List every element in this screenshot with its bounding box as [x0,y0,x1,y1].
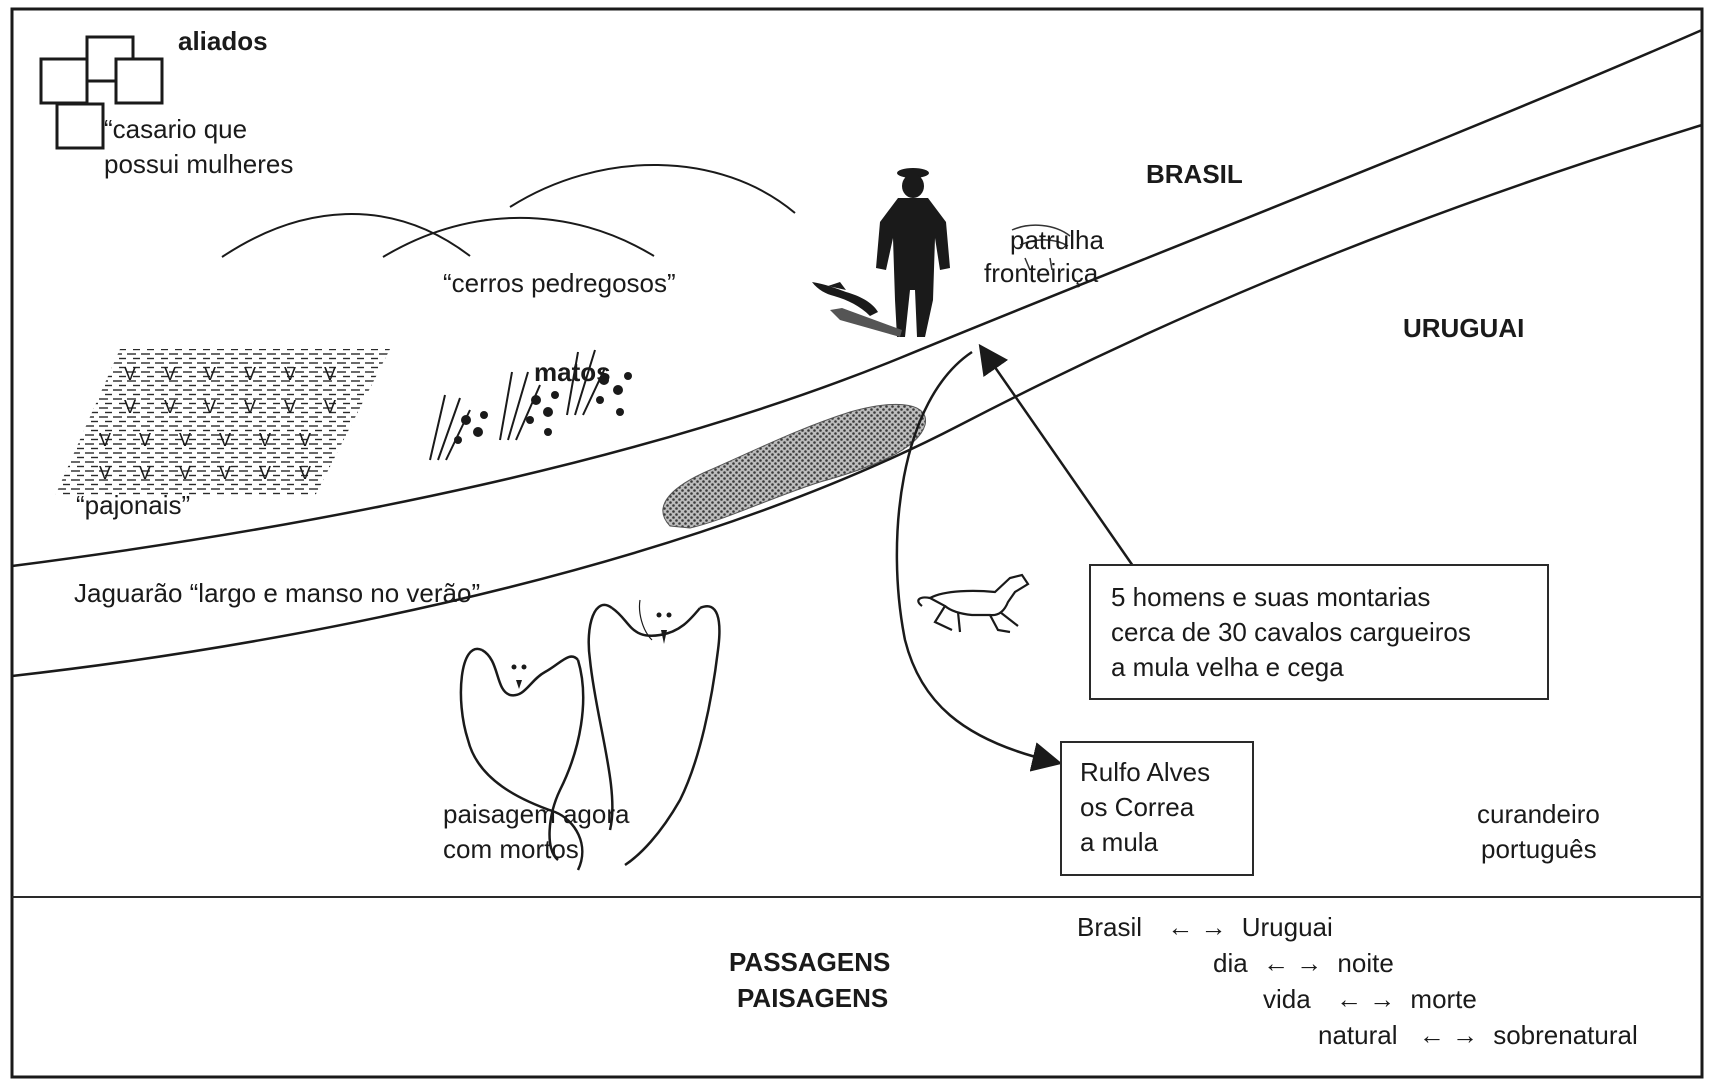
river-bank-upper [11,28,1703,568]
hills-icon [221,164,796,258]
country-label-brasil: BRASIL [1146,159,1243,189]
svg-text:V: V [139,430,151,450]
footer-title-line1: PASSAGENS [729,947,891,977]
svg-text:V: V [124,397,136,417]
contrast-left: natural [1318,1020,1398,1050]
svg-text:V: V [299,463,311,483]
river-shadow-icon [662,403,927,529]
allies-label: aliados [178,26,268,56]
group-box-line: cerca de 30 cavalos cargueiros [1111,617,1471,647]
svg-text:V: V [124,364,136,384]
contrast-left: Brasil [1077,912,1143,942]
contrast-right: morte [1410,984,1477,1014]
houses-icon [39,35,164,150]
group-box-line: 5 homens e suas montarias [1111,582,1431,612]
rider-on-horse-icon [812,282,878,316]
ghosts-label-line1: paisagem agora [443,799,630,829]
river-bank-lower [11,123,1703,678]
grass-label: “pajonais” [76,490,191,520]
contrast-left: dia [1213,948,1248,978]
group-box: 5 homens e suas montarias cerca de 30 ca… [1089,564,1549,700]
svg-text:V: V [179,463,191,483]
svg-text:V: V [99,430,111,450]
svg-text:V: V [284,397,296,417]
contrast-left: vida [1263,984,1311,1014]
river-label: Jaguarão “largo e manso no verão” [74,578,481,608]
arrow-to-people-box [895,350,1063,772]
svg-text:V: V [299,430,311,450]
svg-text:V: V [259,463,271,483]
svg-text:V: V [204,397,216,417]
patrol-label-line1: patrulha [1010,225,1104,255]
brush-label: matos [534,357,611,387]
country-label-uruguai: URUGUAI [1403,313,1525,343]
houses-label-line2: possui mulheres [104,149,294,179]
hills-label: “cerros pedregosos” [443,268,676,298]
svg-text:V: V [179,430,191,450]
people-box-line: a mula [1080,827,1159,857]
ghosts-label-line2: com mortos [443,834,579,864]
patrol-label-line2: fronteiriça [984,258,1099,288]
arrow-to-river-crossing [978,343,1135,567]
footer-title-line2: PAISAGENS [737,983,889,1013]
bushes-icon [429,349,632,461]
people-box-line: Rulfo Alves [1080,757,1211,787]
contrast-pair: vida ← → morte [1263,982,1477,1016]
ghosts-icon [459,599,721,871]
running-horse-icon [917,573,1030,634]
svg-text:V: V [219,463,231,483]
svg-text:V: V [244,397,256,417]
patrol-sketch-icon [1011,224,1071,271]
svg-text:V: V [324,364,336,384]
svg-text:V: V [219,430,231,450]
people-box-line: os Correa [1080,792,1195,822]
contrast-right: noite [1337,948,1394,978]
svg-text:V: V [204,364,216,384]
ghost-faces-icon [511,612,672,689]
contrast-right: sobrenatural [1493,1020,1638,1050]
houses-label-line1: “casario que [104,114,248,144]
soldier-icon [830,168,950,337]
svg-text:V: V [164,364,176,384]
double-arrow-icon: ← → [1418,1020,1478,1050]
double-arrow-icon: ← → [1262,948,1323,978]
svg-text:V: V [139,463,151,483]
svg-text:V: V [164,397,176,417]
svg-text:V: V [244,364,256,384]
contrast-pair: Brasil ← → Uruguai [1077,910,1333,944]
svg-text:V: V [324,397,336,417]
svg-text:V: V [284,364,296,384]
svg-text:V: V [259,430,271,450]
svg-text:V: V [99,463,111,483]
double-arrow-icon: ← → [1167,912,1227,942]
outer-frame [10,7,1704,1079]
contrast-right: Uruguai [1241,912,1333,942]
double-arrow-icon: ← → [1335,984,1396,1014]
group-box-line: a mula velha e cega [1111,652,1344,682]
contrast-pair: dia ← → noite [1213,946,1394,980]
healer-label-line2: português [1481,834,1597,864]
healer-label-line1: curandeiro [1477,799,1600,829]
contrast-pair: natural ← → sobrenatural [1318,1018,1638,1052]
people-box: Rulfo Alves os Correa a mula [1060,741,1254,876]
